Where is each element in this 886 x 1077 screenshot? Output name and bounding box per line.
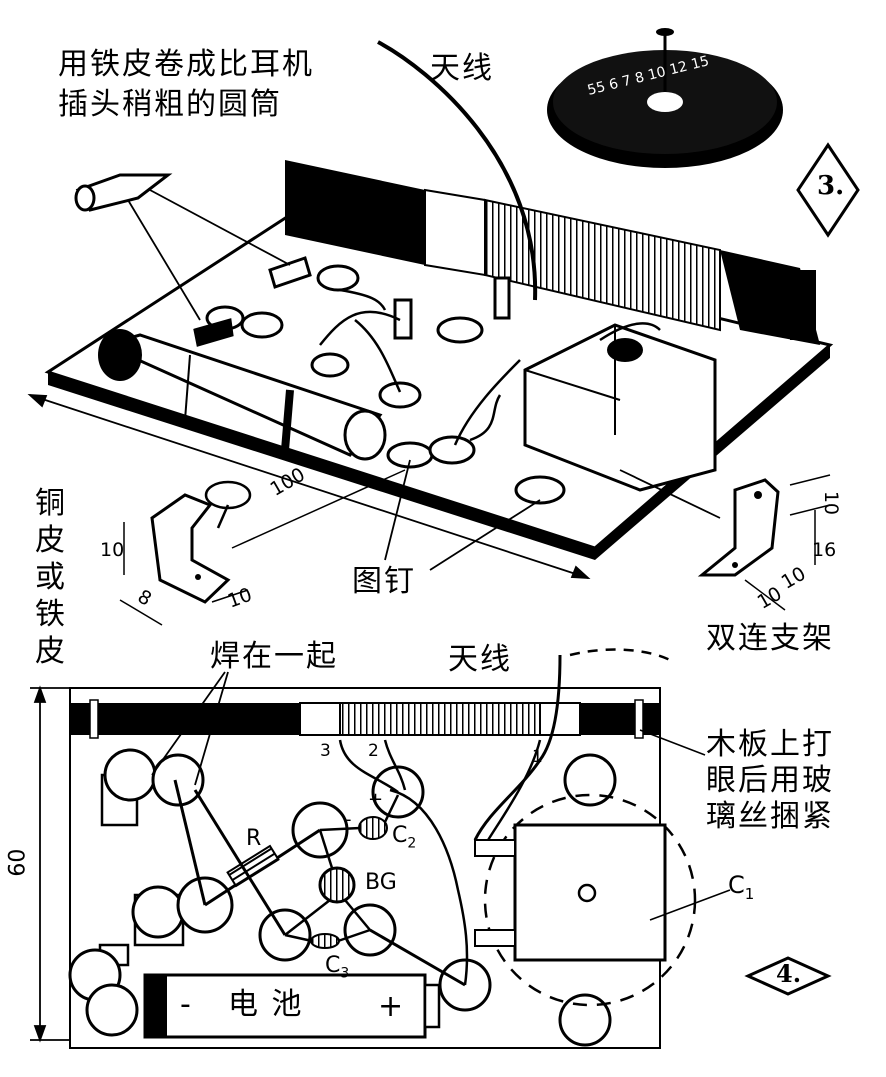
drill-leader-line [639,729,706,756]
tuning-dial [547,28,783,168]
c3-label: C3 [325,953,349,981]
figure-badge-3 [796,142,860,238]
tube-note-line2: 插头稍粗的圆筒 [58,87,282,122]
board-height-value: 60 [5,848,31,877]
tube-leader-lines [127,189,291,321]
c2-plus-sign: + [368,789,384,810]
figure-number-3: 3. [817,171,845,201]
c3-letter: C [325,953,341,978]
solder-together-label: 焊在一起 [210,639,338,674]
c1-letter: C [728,871,745,899]
c1-subscript: 1 [744,884,755,903]
variable-capacitor-box [523,323,717,492]
battery-label: 电 池 [228,987,304,1022]
drill-note-line3: 璃丝捆紧 [706,799,834,834]
top-battery [98,329,387,461]
c2-subscript: 2 [407,835,417,852]
drill-note-line2: 眼后用玻 [706,763,834,798]
coil-tap-3: 3 [320,741,331,761]
single-bracket [119,469,406,626]
ferrite-antenna-rod [285,160,820,345]
double-top-value: 10 [820,490,843,516]
double-bracket [619,469,831,611]
c2-letter: C [392,823,408,848]
board-tacks [205,264,566,505]
tacks-label: 图钉 [352,564,416,599]
c2-minus-sign: - [345,809,352,830]
top-antenna-wire [377,40,538,301]
bottom-ferrite-rod [70,699,660,739]
bracket-height-value: 10 [100,539,125,561]
drill-note-line1: 木板上打 [706,727,834,762]
coil-leads [338,739,542,986]
battery-minus-sign: - [180,987,193,1022]
coil-tap-1: 1 [532,747,543,767]
bg-label: BG [365,870,397,895]
solder-leader-lines [151,671,229,786]
tack-leader-lines [384,459,541,571]
antenna-dashed-arc [569,648,671,662]
board-components [193,256,511,347]
transistor-bg [193,789,371,936]
capacitor-c2 [319,794,400,840]
resistor-label: R [246,826,262,851]
tube-note-line1: 用铁皮卷成比耳机 [58,47,314,82]
top-wires [319,288,661,446]
bottom-battery [143,973,441,1039]
c2-label: C2 [392,823,416,851]
figure-number-4: 4. [776,959,802,988]
top-figure [27,28,860,626]
bottom-antenna-label: 天线 [448,642,512,677]
coil-tap-2: 2 [368,741,379,761]
battery-plus-sign: + [378,989,406,1024]
board-height-dimension [30,685,70,1043]
double-mid-value: 16 [812,539,837,561]
board-length-dimension [27,393,591,580]
bottom-antenna-wire [473,654,562,841]
rolled-tube [74,173,173,212]
top-antenna-label: 天线 [430,51,494,86]
c1-label: C1 [728,871,755,903]
c3-subscript: 3 [340,965,350,982]
figure-badge-4 [744,956,832,996]
resistor-r [173,779,321,907]
bracket-material-label: 铜皮或铁皮 [35,486,65,669]
double-bracket-label: 双连支架 [706,621,834,656]
bottom-figure [30,648,832,1049]
variable-capacitor-c1 [474,793,731,1007]
capacitor-c3 [284,928,466,987]
